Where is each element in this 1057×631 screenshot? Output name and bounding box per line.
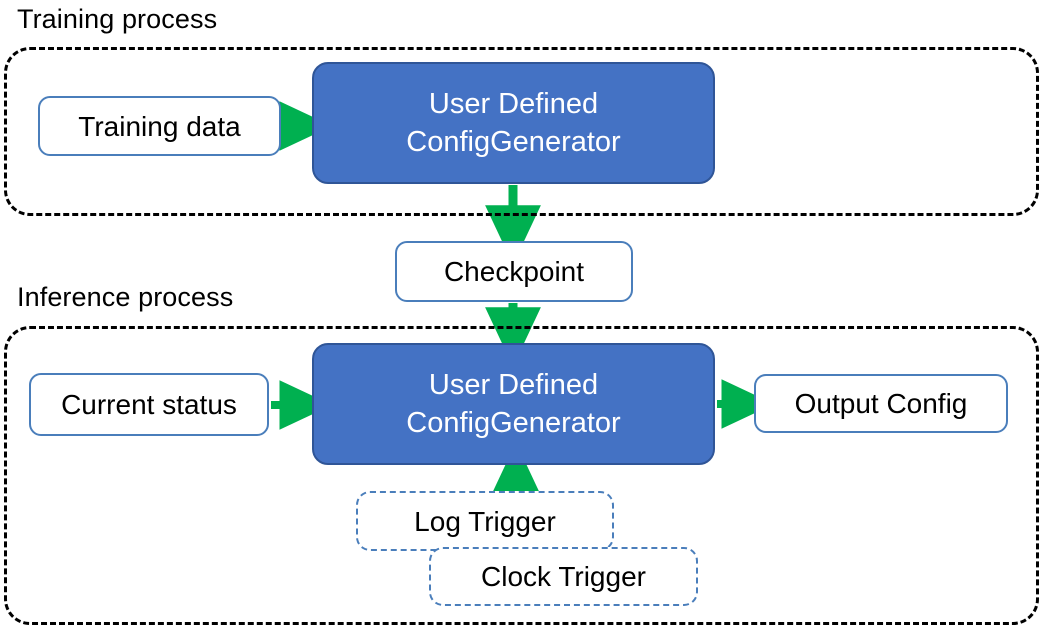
inference-process-caption: Inference process xyxy=(17,282,234,312)
node-log-trigger[interactable]: Log Trigger xyxy=(356,491,614,551)
node-training-data[interactable]: Training data xyxy=(38,96,281,156)
node-user-defined-configgenerator-training-label: User Defined ConfigGenerator xyxy=(406,88,621,158)
training-process-group xyxy=(4,47,1039,216)
node-user-defined-configgenerator-inference[interactable]: User Defined ConfigGenerator xyxy=(312,343,715,465)
training-process-caption: Training process xyxy=(17,4,218,34)
node-checkpoint-label: Checkpoint xyxy=(443,256,585,287)
node-log-trigger-label: Log Trigger xyxy=(414,505,556,537)
inference-process-group xyxy=(4,326,1039,625)
node-current-status[interactable]: Current status xyxy=(29,373,269,436)
node-user-defined-configgenerator-training[interactable]: User Defined ConfigGenerator xyxy=(312,62,715,184)
node-output-config-label: Output Config xyxy=(794,388,968,419)
node-user-defined-configgenerator-inference-label: User Defined ConfigGenerator xyxy=(406,369,621,439)
node-output-config[interactable]: Output Config xyxy=(754,374,1008,433)
node-clock-trigger[interactable]: Clock Trigger xyxy=(429,547,698,606)
node-current-status-label: Current status xyxy=(61,389,237,420)
node-checkpoint[interactable]: Checkpoint xyxy=(395,241,633,302)
node-training-data-label: Training data xyxy=(78,110,241,142)
node-clock-trigger-label: Clock Trigger xyxy=(481,561,646,592)
